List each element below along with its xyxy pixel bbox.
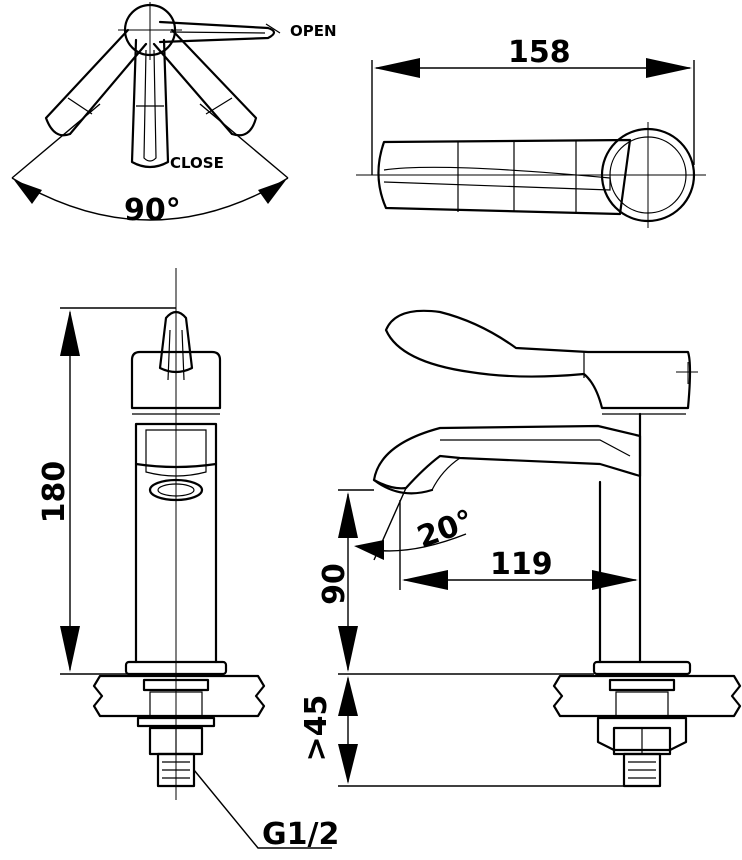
front-view: 180 G1/2 xyxy=(37,268,339,852)
thread-leader xyxy=(193,769,332,849)
side-base-flange xyxy=(592,660,692,676)
plan-view: 158 xyxy=(356,35,706,228)
handle-rotation-view: OPEN CLOSE 90° xyxy=(11,2,337,228)
handle-open-position xyxy=(158,20,276,44)
side-view: 90 >45 20° 119 xyxy=(299,309,742,788)
thread-label: G1/2 xyxy=(262,817,339,852)
front-deck xyxy=(92,674,266,718)
side-deck xyxy=(552,674,742,718)
front-washer xyxy=(142,678,210,692)
front-base-flange xyxy=(124,660,228,676)
handle-right-position xyxy=(152,28,258,137)
spout-reach-label: 119 xyxy=(490,547,553,582)
handle-left-position xyxy=(44,28,148,137)
open-label: OPEN xyxy=(290,22,337,40)
front-body-head xyxy=(130,350,222,410)
rotation-angle-label: 90° xyxy=(124,193,181,228)
side-handle xyxy=(384,309,692,410)
length-dimension-label: 158 xyxy=(508,35,571,70)
front-handle-lever xyxy=(158,310,194,374)
rotation-arc xyxy=(11,177,289,221)
front-lock-plate xyxy=(136,716,216,728)
handle-close-position xyxy=(130,38,170,169)
front-aerator xyxy=(148,478,204,502)
side-threaded-shank xyxy=(622,752,662,788)
handle-plan-outline xyxy=(377,138,632,216)
side-spout xyxy=(372,424,642,490)
height-dimension-label: 180 xyxy=(37,461,72,524)
spout-angle-label: 20° xyxy=(413,503,478,555)
close-label: CLOSE xyxy=(170,154,224,172)
deck-thickness-label: >45 xyxy=(299,695,334,762)
spout-height-label: 90 xyxy=(317,563,352,605)
